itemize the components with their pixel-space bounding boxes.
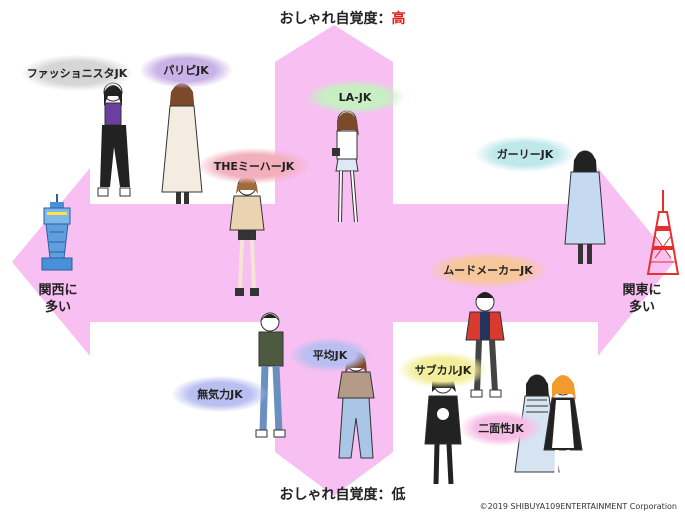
axis-top-value: 高 xyxy=(391,11,406,27)
label-nimensei: 二面性JK xyxy=(460,410,542,446)
axis-right-label: 関東に 多い xyxy=(612,282,672,316)
label-girly: ガーリーJK xyxy=(475,136,575,172)
axis-right-line1: 関東に xyxy=(622,283,662,298)
fashionista-figure xyxy=(97,82,131,197)
label-mukiryoku: 無気力JK xyxy=(172,376,268,412)
axis-left-line2: 多い xyxy=(44,300,71,315)
copyright-notice: ©2019 SHIBUYA109ENTERTAINMENT Corporatio… xyxy=(479,502,677,511)
la-figure xyxy=(332,110,359,223)
label-subcul: サブカルJK xyxy=(398,352,488,388)
label-paripi: パリピJK xyxy=(140,52,232,88)
label-fashionista: ファッショニスタJK xyxy=(22,55,132,91)
cross-arrow xyxy=(12,25,674,496)
axis-top-prefix: おしゃれ自覚度： xyxy=(279,11,392,27)
girly-figure xyxy=(564,150,606,264)
axis-right-line2: 多い xyxy=(628,300,655,315)
mukiryoku-figure xyxy=(255,312,286,438)
moodmaker-figure xyxy=(465,292,505,398)
subcul-figure xyxy=(424,373,462,485)
tokyo-tower-icon xyxy=(646,190,680,275)
paripi-figure xyxy=(161,83,203,204)
label-heikin: 平均JK xyxy=(290,338,370,372)
axis-bottom-label: おしゃれ自覚度：低 xyxy=(279,487,406,503)
axis-left-label: 関西に 多い xyxy=(28,282,88,316)
axis-top-label: おしゃれ自覚度：高 xyxy=(0,8,685,28)
label-la: LA-JK xyxy=(305,80,405,114)
label-themiha: THEミーハーJK xyxy=(198,148,310,184)
axis-left-line1: 関西に xyxy=(38,283,78,298)
label-moodmaker: ムードメーカーJK xyxy=(428,252,548,288)
osaka-tower-icon xyxy=(41,194,73,271)
themiha-figure xyxy=(229,176,265,296)
